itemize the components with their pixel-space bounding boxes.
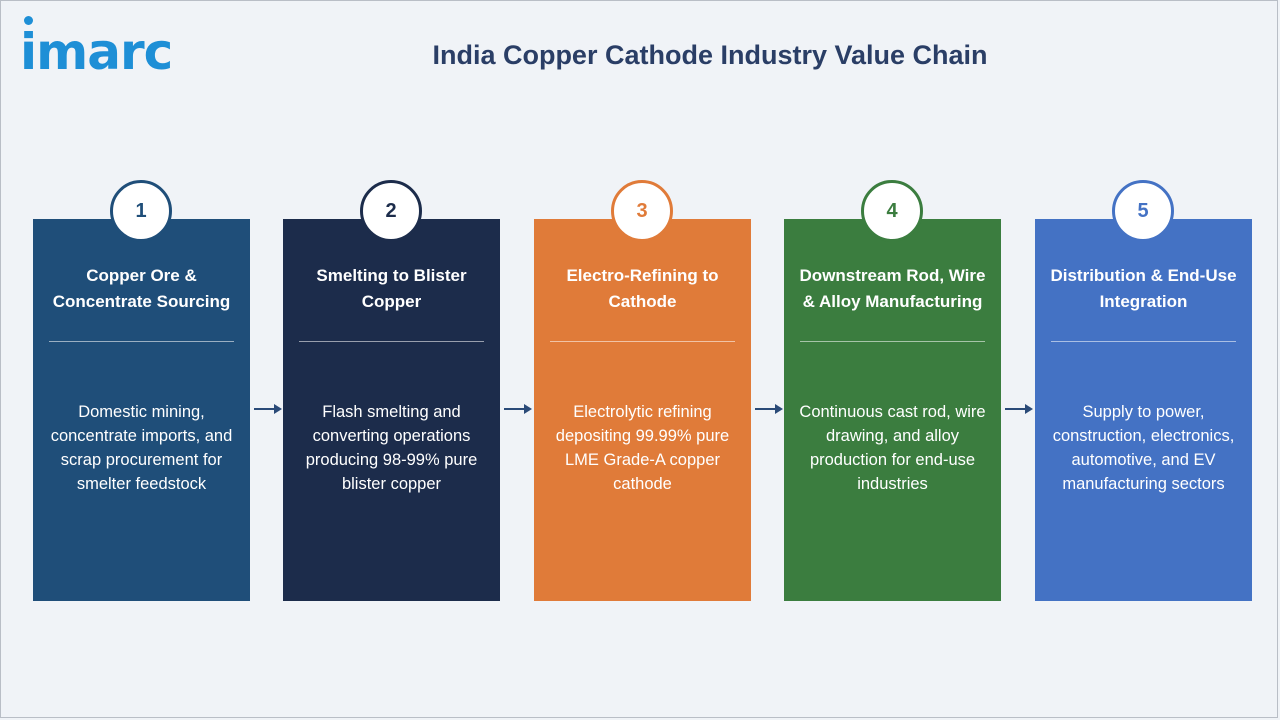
step-description: Continuous cast rod, wire drawing, and a… xyxy=(799,403,986,493)
step-card-5: Distribution & End-Use Integration Suppl… xyxy=(1035,219,1252,601)
step-divider xyxy=(550,341,735,342)
step-number-badge-4: 4 xyxy=(861,180,923,242)
step-number-badge-3: 3 xyxy=(611,180,673,242)
step-description: Flash smelting and converting operations… xyxy=(305,403,478,493)
step-heading: Smelting to Blister Copper xyxy=(316,266,467,311)
step-card-2: Smelting to Blister Copper Flash smeltin… xyxy=(283,219,500,601)
step-divider xyxy=(49,341,234,342)
step-number-badge-1: 1 xyxy=(110,180,172,242)
step-card-3: Electro-Refining to Cathode Electrolytic… xyxy=(534,219,751,601)
step-number-badge-5: 5 xyxy=(1112,180,1174,242)
logo-text: imarc xyxy=(20,23,173,81)
logo-dot xyxy=(24,16,33,25)
step-divider xyxy=(800,341,985,342)
step-card-4: Downstream Rod, Wire & Alloy Manufacturi… xyxy=(784,219,1001,601)
step-heading: Electro-Refining to Cathode xyxy=(566,266,719,311)
page-title: India Copper Cathode Industry Value Chai… xyxy=(432,40,988,70)
step-card-1: Copper Ore & Concentrate Sourcing Domest… xyxy=(33,219,250,601)
arrow-right-icon xyxy=(504,404,532,414)
step-description: Supply to power, construction, electroni… xyxy=(1052,403,1235,493)
imarc-logo: imarc xyxy=(20,14,200,81)
step-divider xyxy=(1051,341,1236,342)
step-heading: Distribution & End-Use Integration xyxy=(1050,266,1237,311)
step-heading: Copper Ore & Concentrate Sourcing xyxy=(52,266,231,311)
step-number-badge-2: 2 xyxy=(360,180,422,242)
step-description: Electrolytic refining depositing 99.99% … xyxy=(555,403,730,493)
step-heading: Downstream Rod, Wire & Alloy Manufacturi… xyxy=(799,266,986,311)
arrow-right-icon xyxy=(1005,404,1033,414)
arrow-right-icon xyxy=(254,404,282,414)
step-divider xyxy=(299,341,484,342)
arrow-right-icon xyxy=(755,404,783,414)
step-description: Domestic mining, concentrate imports, an… xyxy=(50,403,233,493)
